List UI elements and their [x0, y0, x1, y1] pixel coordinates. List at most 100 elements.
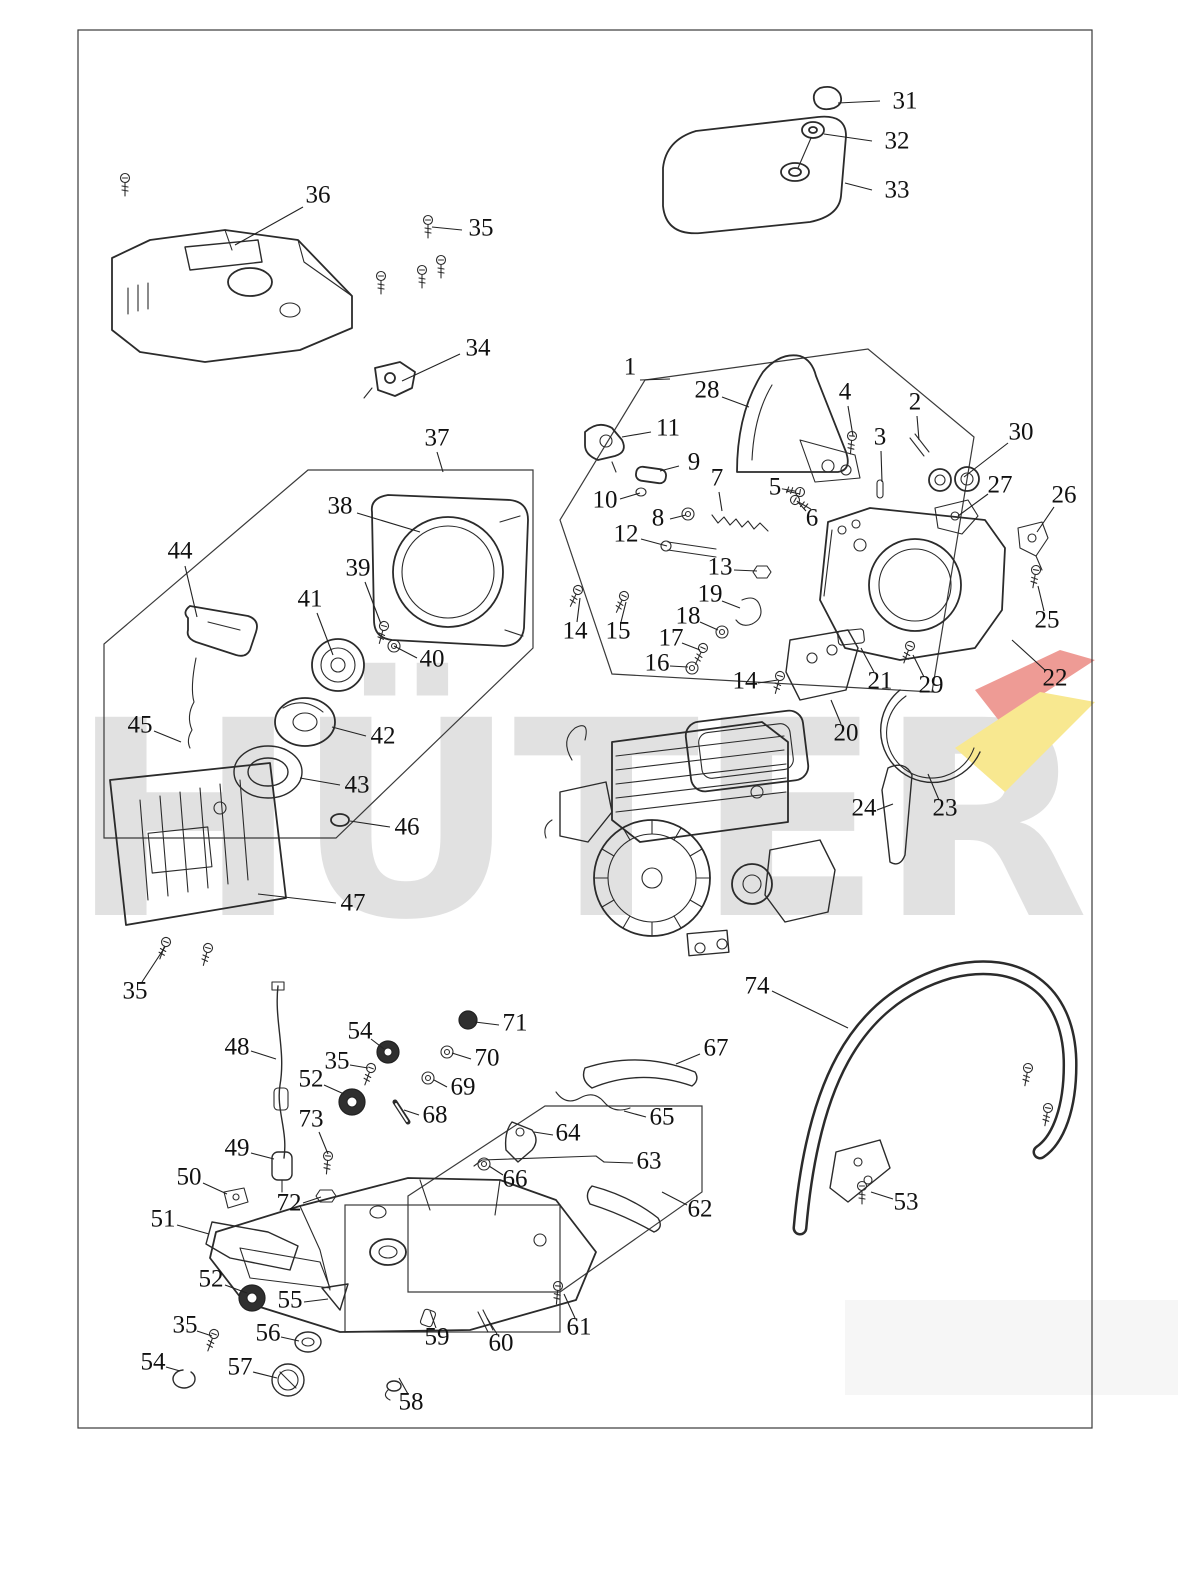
- part-number-text: 48: [225, 1034, 250, 1061]
- part-label-34: 34: [401, 335, 492, 382]
- part-label-37: 37: [425, 425, 450, 473]
- part-label-32: 32: [823, 128, 910, 155]
- leader-line: [669, 665, 689, 668]
- leader-line: [620, 601, 627, 623]
- part-number-text: 38: [328, 493, 353, 520]
- drawing-chain-brake-group: [584, 354, 1049, 626]
- part-number-text: 30: [1009, 419, 1034, 446]
- part-number-text: 35: [123, 978, 148, 1005]
- part-number-text: 49: [225, 1135, 250, 1162]
- leader-line: [880, 450, 883, 483]
- part-label-52: 52: [199, 1266, 248, 1294]
- leader-line: [957, 493, 989, 517]
- logo-red-swoosh: [975, 650, 1095, 722]
- part-number-text: 66: [503, 1166, 528, 1193]
- part-number-text: 54: [141, 1349, 167, 1376]
- part-number-text: 53: [894, 1189, 919, 1216]
- part-label-51: 51: [151, 1206, 210, 1235]
- part-number-text: 34: [466, 335, 492, 362]
- part-number-text: 33: [885, 177, 910, 204]
- part-label-20: 20: [830, 699, 859, 747]
- part-number-text: 64: [556, 1120, 582, 1147]
- part-number-text: 1: [624, 354, 637, 381]
- leader-line: [1011, 639, 1047, 672]
- part-number-text: 8: [652, 505, 665, 532]
- leader-line: [302, 1196, 322, 1204]
- screw-drawing: [1027, 564, 1042, 590]
- part-number-text: 5: [769, 474, 782, 501]
- part-label-35: 35: [173, 1312, 213, 1339]
- part-label-54: 54: [348, 1018, 385, 1050]
- part-number-text: 37: [425, 425, 450, 452]
- leader-line: [356, 512, 421, 533]
- leader-line: [830, 699, 842, 725]
- part-number-text: 7: [711, 465, 724, 492]
- part-number-text: 56: [256, 1320, 281, 1347]
- part-label-61: 61: [563, 1293, 592, 1341]
- leader-line: [398, 1377, 409, 1395]
- leader-line: [429, 1310, 437, 1329]
- leader-line: [196, 1330, 213, 1337]
- part-number-text: 51: [151, 1206, 176, 1233]
- leader-line: [963, 442, 1009, 478]
- part-number-text: 73: [299, 1106, 324, 1133]
- part-label-29: 29: [912, 654, 944, 699]
- logo-yellow-swoosh: [955, 692, 1095, 792]
- leader-line: [316, 612, 334, 656]
- leader-line: [721, 396, 750, 408]
- leader-line: [603, 1161, 634, 1164]
- part-label-72: 72: [277, 1190, 322, 1217]
- part-label-45: 45: [128, 712, 182, 743]
- part-number-text: 39: [346, 555, 371, 582]
- part-label-1: 1: [624, 354, 671, 381]
- leader-line: [721, 600, 741, 609]
- part-label-71: 71: [474, 1010, 528, 1037]
- part-label-57: 57: [228, 1354, 278, 1381]
- leader-line: [533, 1131, 554, 1136]
- part-number-text: 43: [345, 772, 370, 799]
- watermark: HÜTER: [70, 650, 1178, 1395]
- part-number-text: 44: [168, 538, 194, 565]
- leader-line: [184, 565, 198, 618]
- leader-line: [699, 621, 719, 631]
- leader-line: [675, 1053, 701, 1065]
- part-number-text: 20: [834, 720, 859, 747]
- part-label-22: 22: [1011, 639, 1068, 692]
- leader-line: [912, 654, 925, 678]
- part-number-text: 62: [688, 1196, 713, 1223]
- part-label-11: 11: [621, 415, 680, 442]
- part-label-64: 64: [533, 1120, 582, 1147]
- leader-line: [252, 1371, 278, 1379]
- leader-line: [681, 642, 701, 651]
- part-number-text: 58: [399, 1389, 424, 1416]
- leader-line: [165, 1366, 181, 1372]
- part-label-43: 43: [299, 772, 370, 799]
- part-number-text: 18: [676, 603, 701, 630]
- part-label-9: 9: [659, 449, 700, 476]
- part-number-text: 52: [199, 1266, 224, 1293]
- screw-drawing: [360, 1061, 378, 1088]
- part-label-56: 56: [256, 1320, 300, 1347]
- part-label-62: 62: [661, 1191, 713, 1223]
- leader-line: [639, 378, 671, 381]
- leader-line: [436, 451, 444, 473]
- leader-line: [431, 226, 463, 231]
- leader-line: [844, 182, 873, 191]
- part-number-text: 57: [228, 1354, 253, 1381]
- drawing-front-handle: [792, 960, 1078, 1236]
- leader-line: [250, 1050, 277, 1060]
- washer-drawing: [440, 1045, 454, 1059]
- screw-drawing: [1019, 1062, 1034, 1088]
- drawing-bracket-34: [363, 361, 416, 399]
- washer-drawing: [681, 507, 695, 521]
- leader-line: [576, 597, 581, 623]
- part-label-33: 33: [844, 177, 910, 204]
- part-number-text: 71: [503, 1010, 528, 1037]
- part-number-text: 25: [1035, 607, 1060, 634]
- part-label-28: 28: [695, 377, 750, 408]
- scan-artifact: [845, 1300, 1178, 1395]
- part-label-50: 50: [177, 1164, 228, 1195]
- cap-nut-drawing: [458, 1010, 478, 1030]
- leader-line: [451, 1052, 472, 1060]
- part-number-text: 6: [806, 505, 819, 532]
